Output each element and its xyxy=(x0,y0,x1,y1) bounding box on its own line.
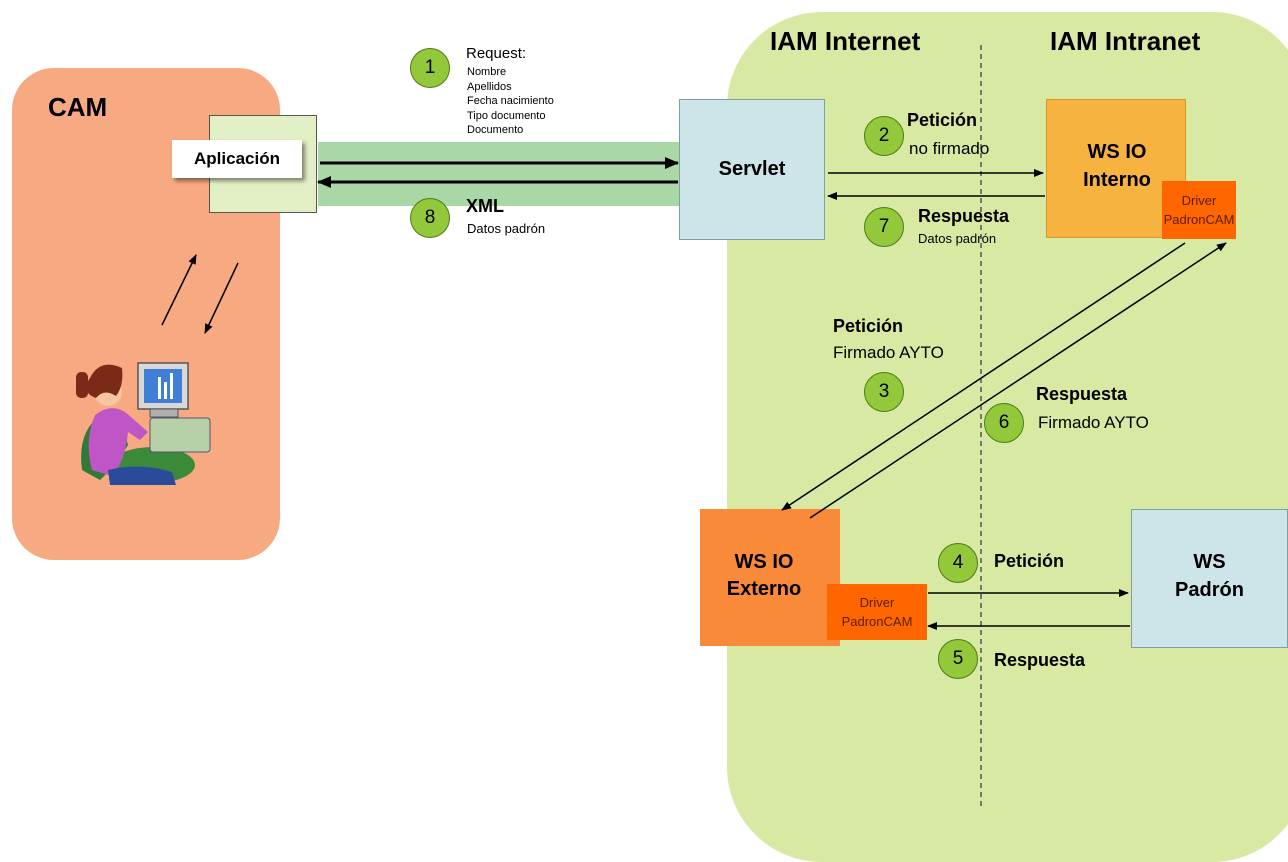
servlet-box: Servlet xyxy=(679,99,825,240)
arrow-respuesta-to-interno xyxy=(809,242,1227,519)
step-1-detail-fecha: Fecha nacimiento xyxy=(467,95,554,107)
ws-io-interno-line2: Interno xyxy=(1083,169,1151,191)
request-channel xyxy=(318,142,680,206)
step-8-marker: 8 xyxy=(410,198,450,238)
cam-title: CAM xyxy=(48,92,108,122)
step-3-title: Petición xyxy=(833,316,904,336)
step-1-detail-apellidos: Apellidos xyxy=(467,80,512,93)
step-5-title: Respuesta xyxy=(994,650,1086,670)
step-3-subtitle: Firmado AYTO xyxy=(833,343,944,362)
step-4-marker: 4 xyxy=(938,543,978,583)
ws-padron-line1: WS xyxy=(1193,551,1226,573)
step-7-marker: 7 xyxy=(864,207,904,247)
driver-padroncam-interno: Driver PadronCAM xyxy=(1162,181,1236,239)
arrow-user-to-aplicacion xyxy=(161,254,197,326)
connector-layer xyxy=(76,45,1227,810)
step-1-detail-tipo: Tipo documento xyxy=(467,109,546,122)
step-8-subtitle: Datos padrón xyxy=(467,221,546,236)
step-3-marker: 3 xyxy=(864,372,904,412)
driver-externo-line2: PadronCAM xyxy=(841,614,913,629)
driver-interno-line1: Driver xyxy=(1181,193,1217,208)
step-2-marker: 2 xyxy=(864,116,904,156)
step-4-title: Petición xyxy=(994,551,1065,571)
step-5-marker: 5 xyxy=(938,639,978,679)
driver-padroncam-externo: Driver PadronCAM xyxy=(827,584,927,640)
ws-io-interno-line1: WS IO xyxy=(1087,141,1147,163)
aplicacion-label: Aplicación xyxy=(172,140,302,178)
step-1-detail-documento: Documento xyxy=(467,124,524,136)
iam-intranet-title: IAM Intranet xyxy=(1050,26,1201,56)
driver-externo-line1: Driver xyxy=(859,595,895,610)
step-1-marker: 1 xyxy=(410,48,450,88)
step-6-title: Respuesta xyxy=(1036,384,1128,404)
step-7-subtitle: Datos padrón xyxy=(918,231,997,246)
step-7-title: Respuesta xyxy=(918,206,1010,226)
driver-interno-line2: PadronCAM xyxy=(1163,212,1235,227)
iam-internet-title: IAM Internet xyxy=(770,26,921,56)
arrow-aplicacion-to-user xyxy=(204,262,239,334)
ws-padron-line2: Padrón xyxy=(1175,579,1244,601)
ws-padron-box: WS Padrón xyxy=(1131,509,1288,648)
step-8-title: XML xyxy=(466,196,504,216)
ws-io-externo-line1: WS IO xyxy=(734,551,794,573)
step-6-subtitle: Firmado AYTO xyxy=(1038,413,1149,432)
step-2-subtitle: no firmado xyxy=(909,139,990,158)
user-computer-icon xyxy=(76,362,211,485)
step-1-details: Nombre Apellidos Fecha nacimiento Tipo d… xyxy=(467,65,554,138)
arrow-peticion-to-externo xyxy=(781,242,1186,511)
step-6-marker: 6 xyxy=(984,403,1024,443)
ws-io-externo-box: WS IO Externo xyxy=(700,509,840,646)
step-1-detail-nombre: Nombre xyxy=(467,66,507,78)
ws-io-externo-line2: Externo xyxy=(726,578,802,600)
step-1-title: Request: xyxy=(466,45,527,62)
step-2-title: Petición xyxy=(907,110,978,130)
